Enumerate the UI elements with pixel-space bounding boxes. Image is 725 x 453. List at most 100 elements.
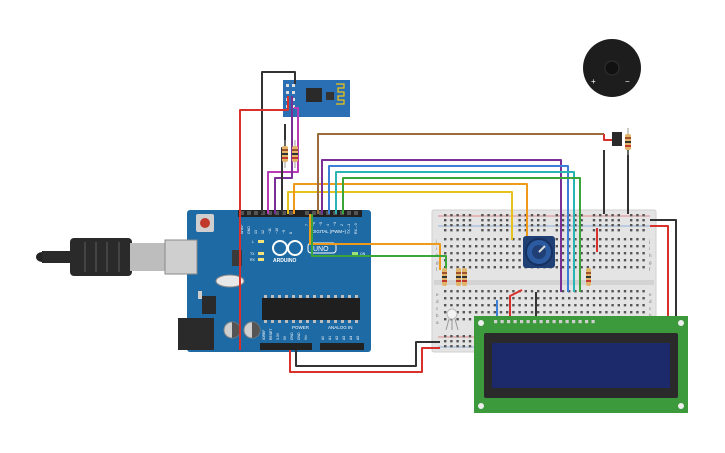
breadboard-hole[interactable] bbox=[444, 252, 447, 255]
breadboard-hole[interactable] bbox=[462, 340, 465, 343]
breadboard-hole[interactable] bbox=[450, 224, 453, 227]
breadboard-hole[interactable] bbox=[580, 259, 583, 262]
breadboard-hole[interactable] bbox=[493, 245, 496, 248]
breadboard-hole[interactable] bbox=[586, 290, 589, 293]
breadboard-hole[interactable] bbox=[586, 245, 589, 248]
wire-green[interactable] bbox=[342, 177, 581, 292]
breadboard-hole[interactable] bbox=[475, 252, 478, 255]
breadboard-hole[interactable] bbox=[456, 311, 459, 314]
breadboard-hole[interactable] bbox=[493, 259, 496, 262]
breadboard-hole[interactable] bbox=[487, 238, 490, 241]
breadboard-hole[interactable] bbox=[642, 290, 645, 293]
breadboard-hole[interactable] bbox=[493, 304, 496, 307]
breadboard-hole[interactable] bbox=[444, 335, 447, 338]
breadboard-hole[interactable] bbox=[611, 304, 614, 307]
breadboard-hole[interactable] bbox=[568, 214, 571, 217]
breadboard-hole[interactable] bbox=[574, 304, 577, 307]
breadboard-hole[interactable] bbox=[468, 252, 472, 255]
breadboard-hole[interactable] bbox=[636, 304, 639, 307]
breadboard-hole[interactable] bbox=[574, 311, 577, 314]
breadboard-hole[interactable] bbox=[611, 214, 614, 217]
lcd-pin[interactable] bbox=[507, 320, 511, 324]
breadboard-hole[interactable] bbox=[456, 259, 459, 262]
breadboard-hole[interactable] bbox=[462, 304, 465, 307]
breadboard-hole[interactable] bbox=[462, 238, 465, 241]
esp8266-wifi-module[interactable] bbox=[283, 80, 350, 117]
breadboard-hole[interactable] bbox=[605, 252, 608, 255]
breadboard-hole[interactable] bbox=[555, 297, 558, 300]
breadboard-hole[interactable] bbox=[592, 245, 596, 248]
breadboard-hole[interactable] bbox=[580, 311, 583, 314]
breadboard-hole[interactable] bbox=[642, 229, 645, 232]
breadboard-hole[interactable] bbox=[630, 224, 633, 227]
breadboard-hole[interactable] bbox=[605, 238, 608, 241]
breadboard-hole[interactable] bbox=[468, 345, 472, 348]
breadboard-hole[interactable] bbox=[450, 304, 453, 307]
breadboard-hole[interactable] bbox=[475, 259, 478, 262]
breadboard-hole[interactable] bbox=[530, 224, 534, 227]
breadboard-hole[interactable] bbox=[524, 297, 527, 300]
breadboard-hole[interactable] bbox=[462, 318, 465, 321]
breadboard-hole[interactable] bbox=[468, 266, 472, 269]
breadboard-hole[interactable] bbox=[530, 219, 534, 222]
breadboard-hole[interactable] bbox=[487, 311, 490, 314]
lcd-pin[interactable] bbox=[539, 320, 543, 324]
breadboard-hole[interactable] bbox=[611, 252, 614, 255]
arduino-uno-board[interactable]: AREF GND 13 12 ~11 ~10 ~9 8 7 ~6 ~5 4 ~3… bbox=[164, 210, 371, 352]
breadboard-hole[interactable] bbox=[561, 219, 565, 222]
lcd-pin[interactable] bbox=[552, 320, 556, 324]
breadboard-hole[interactable] bbox=[512, 245, 515, 248]
breadboard-hole[interactable] bbox=[599, 290, 602, 293]
breadboard-hole[interactable] bbox=[580, 245, 583, 248]
breadboard-hole[interactable] bbox=[592, 266, 596, 269]
breadboard-hole[interactable] bbox=[524, 304, 527, 307]
breadboard-hole[interactable] bbox=[518, 245, 521, 248]
breadboard-hole[interactable] bbox=[592, 224, 596, 227]
transistor[interactable] bbox=[612, 132, 622, 146]
breadboard-hole[interactable] bbox=[537, 290, 540, 293]
breadboard-hole[interactable] bbox=[574, 219, 577, 222]
breadboard-hole[interactable] bbox=[543, 297, 546, 300]
breadboard-hole[interactable] bbox=[580, 238, 583, 241]
breadboard-hole[interactable] bbox=[481, 259, 484, 262]
breadboard-hole[interactable] bbox=[487, 297, 490, 300]
breadboard-hole[interactable] bbox=[630, 219, 633, 222]
breadboard-hole[interactable] bbox=[475, 297, 478, 300]
breadboard-hole[interactable] bbox=[642, 266, 645, 269]
breadboard-hole[interactable] bbox=[537, 304, 540, 307]
breadboard-hole[interactable] bbox=[611, 229, 614, 232]
breadboard-hole[interactable] bbox=[499, 252, 503, 255]
breadboard-hole[interactable] bbox=[630, 266, 633, 269]
breadboard-hole[interactable] bbox=[568, 245, 571, 248]
breadboard-hole[interactable] bbox=[555, 219, 558, 222]
breadboard-hole[interactable] bbox=[462, 266, 465, 269]
wire-red[interactable] bbox=[650, 225, 669, 316]
breadboard-hole[interactable] bbox=[506, 259, 509, 262]
breadboard-hole[interactable] bbox=[518, 229, 521, 232]
breadboard-hole[interactable] bbox=[642, 259, 645, 262]
breadboard-hole[interactable] bbox=[561, 214, 565, 217]
breadboard-hole[interactable] bbox=[580, 304, 583, 307]
breadboard-hole[interactable] bbox=[636, 259, 639, 262]
breadboard-hole[interactable] bbox=[617, 252, 620, 255]
breadboard-hole[interactable] bbox=[475, 311, 478, 314]
breadboard-hole[interactable] bbox=[468, 259, 472, 262]
lcd-pin[interactable] bbox=[533, 320, 537, 324]
breadboard-hole[interactable] bbox=[450, 266, 453, 269]
breadboard-hole[interactable] bbox=[456, 335, 459, 338]
breadboard-hole[interactable] bbox=[506, 224, 509, 227]
breadboard-hole[interactable] bbox=[642, 214, 645, 217]
breadboard-hole[interactable] bbox=[574, 252, 577, 255]
breadboard-hole[interactable] bbox=[636, 290, 639, 293]
breadboard-hole[interactable] bbox=[611, 245, 614, 248]
breadboard-hole[interactable] bbox=[549, 311, 552, 314]
breadboard-hole[interactable] bbox=[599, 229, 602, 232]
breadboard-hole[interactable] bbox=[574, 229, 577, 232]
breadboard-hole[interactable] bbox=[481, 238, 484, 241]
breadboard-hole[interactable] bbox=[617, 224, 620, 227]
breadboard-hole[interactable] bbox=[543, 214, 546, 217]
wire-red[interactable] bbox=[509, 289, 523, 316]
breadboard-hole[interactable] bbox=[580, 219, 583, 222]
breadboard-hole[interactable] bbox=[481, 297, 484, 300]
breadboard-hole[interactable] bbox=[487, 229, 490, 232]
